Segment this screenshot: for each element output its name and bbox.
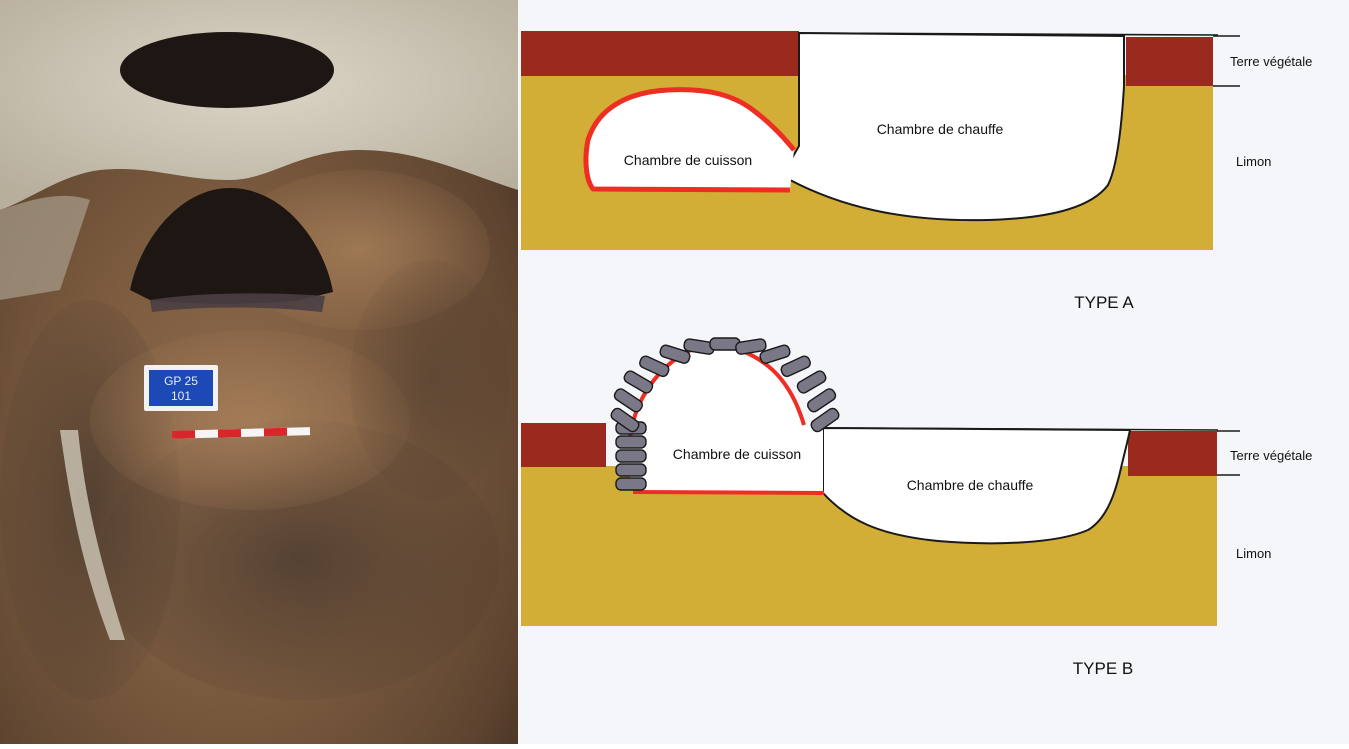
type-a-topsoil-right [1126,37,1213,86]
type-b-topsoil-right [1128,431,1217,476]
site-label-line2: 101 [171,389,191,403]
dome-brick [616,436,646,448]
site-label-card: GP 25 101 [144,365,218,411]
type-b-silt-label: Limon [1236,546,1271,561]
type-b-heating-chamber-label: Chambre de chauffe [907,477,1034,493]
type-b-title: TYPE B [1073,659,1133,678]
type-a-topsoil-left [521,31,799,76]
upper-pit [120,32,334,108]
type-a-title: TYPE A [1074,293,1134,312]
type-b-cooking-chamber-label: Chambre de cuisson [673,446,801,462]
type-a-silt-label: Limon [1236,154,1271,169]
site-label-line1: GP 25 [164,374,198,388]
kiln-section-diagrams: Chambre de chauffe Chambre de cuisson Te… [518,0,1349,744]
type-b-topsoil-label: Terre végétale [1230,448,1312,463]
excavation-photo: GP 25 101 [0,0,518,744]
type-a-heating-chamber-label: Chambre de chauffe [877,121,1004,137]
excavation-photo-drawing: GP 25 101 [0,0,518,744]
dome-brick [616,464,646,476]
type-b-topsoil-left [521,423,606,467]
diagram-canvas: Chambre de chauffe Chambre de cuisson Te… [518,0,1349,744]
type-a-cooking-chamber-label: Chambre de cuisson [624,152,752,168]
type-a-topsoil-label: Terre végétale [1230,54,1312,69]
dome-brick [616,450,646,462]
dome-brick [616,478,646,490]
